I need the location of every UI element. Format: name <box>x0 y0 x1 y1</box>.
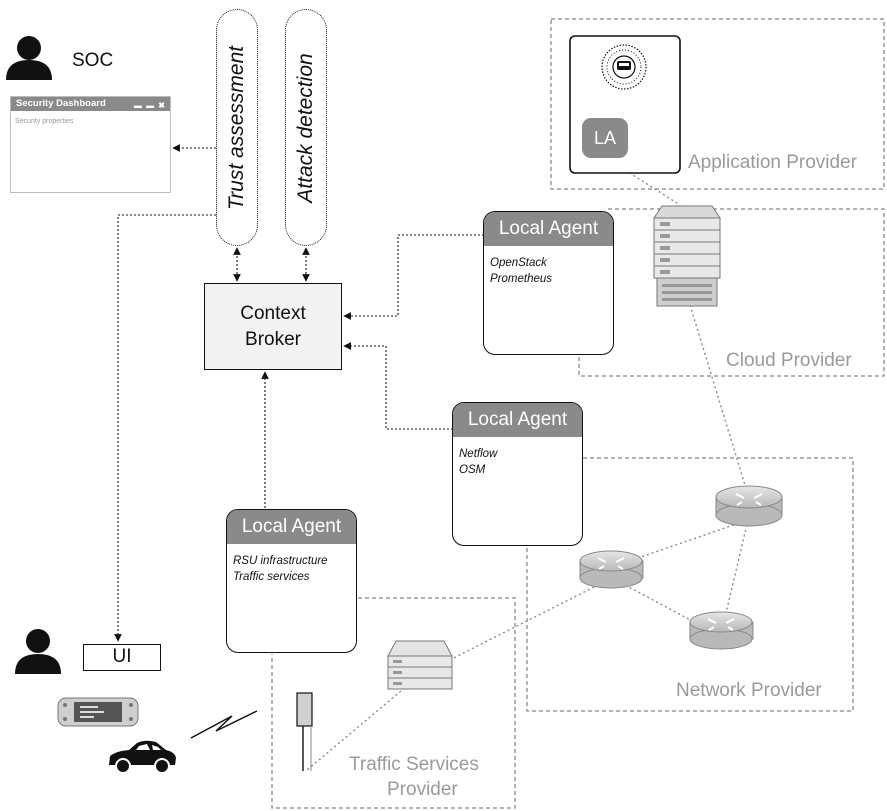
la-badge: LA <box>582 118 628 158</box>
car-icon <box>109 740 176 774</box>
local-agent-title: Local Agent <box>453 403 582 437</box>
agent-source: Traffic services <box>233 571 310 583</box>
soc-label: SOC <box>72 50 114 71</box>
context-broker-line1: Context <box>240 302 306 324</box>
router-icon <box>579 550 644 589</box>
agent-source: OpenStack <box>490 257 547 269</box>
trust-assessment-label: Trust assessment <box>225 45 248 210</box>
router-icon <box>689 611 754 650</box>
context-broker-line2: Broker <box>245 328 301 350</box>
context-broker: Context Broker <box>204 283 342 370</box>
cloud-server-icon <box>653 205 721 307</box>
application-provider-region <box>550 18 885 190</box>
security-dashboard-window[interactable]: Security Dashboard ▬ ▬ ✖ Security proper… <box>10 96 171 193</box>
agent-source: Netflow <box>459 448 498 460</box>
network-links <box>306 169 749 771</box>
ui-person-icon <box>15 629 61 674</box>
agent-source: Prometheus <box>490 273 553 285</box>
car-badge-icon <box>601 44 647 90</box>
network-agent-to-broker-arrow <box>343 342 453 430</box>
network-provider-region <box>526 457 854 712</box>
attack-detection-label: Attack detection <box>294 52 317 203</box>
local-agent-cloud: Local Agent OpenStack Prometheus <box>483 211 614 355</box>
trust-assessment-module: Trust assessment <box>216 9 258 246</box>
dashboard-subtitle: Security properties <box>15 118 74 125</box>
soc-person-icon <box>6 36 52 80</box>
cloud-provider-region <box>578 208 885 377</box>
agent-source: RSU infrastructure <box>233 555 328 567</box>
attack-detection-module: Attack detection <box>285 9 327 246</box>
traffic-provider-label-line1: Traffic Services <box>349 754 479 775</box>
ui-box[interactable]: UI <box>83 644 161 671</box>
application-provider-label: Application Provider <box>688 152 857 173</box>
rsu-antenna-icon <box>296 692 313 771</box>
local-agent-title: Local Agent <box>227 510 356 544</box>
network-provider-label: Network Provider <box>676 680 822 701</box>
broker-to-ui-arrow <box>114 214 216 642</box>
traffic-server-icon <box>387 640 453 690</box>
local-agent-title: Local Agent <box>484 212 613 246</box>
wireless-signal-icon <box>190 710 258 739</box>
local-agent-network: Local Agent Netflow OSM <box>452 402 583 546</box>
dashboard-title: Security Dashboard <box>16 98 106 109</box>
cloud-agent-to-broker-arrow <box>343 234 484 320</box>
traffic-provider-label-line2: Provider <box>387 779 458 800</box>
agent-source: OSM <box>459 464 486 476</box>
window-controls-icon[interactable]: ▬ ▬ ✖ <box>133 101 166 110</box>
cloud-provider-label: Cloud Provider <box>726 350 852 371</box>
traffic-provider-region <box>271 597 516 809</box>
connectors <box>114 144 484 642</box>
dashboard-titlebar: Security Dashboard ▬ ▬ ✖ <box>11 97 170 111</box>
local-agent-traffic: Local Agent RSU infrastructure Traffic s… <box>226 509 357 653</box>
onboard-unit-icon <box>57 697 139 727</box>
router-icon <box>715 485 783 527</box>
